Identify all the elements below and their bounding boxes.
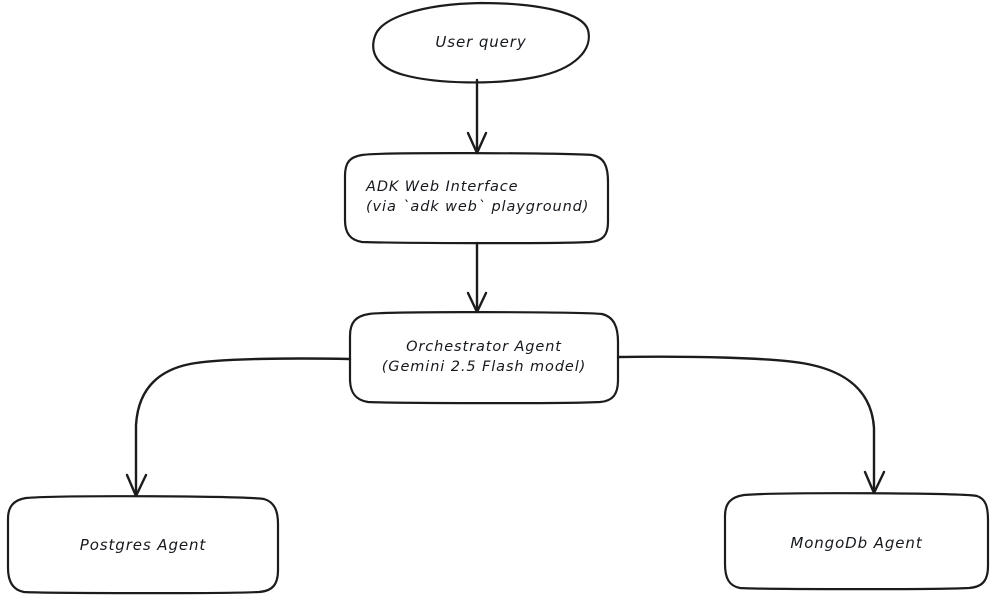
edge-user-to-adk (466, 78, 488, 155)
node-postgres-agent-shape[interactable] (6, 495, 280, 595)
node-user-query-shape[interactable] (372, 1, 590, 84)
node-mongodb-agent-shape[interactable] (723, 492, 990, 591)
edge-adk-to-orchestrator (466, 241, 488, 314)
node-adk-web-interface-shape[interactable] (343, 152, 610, 245)
edge-orchestrator-to-postgres (125, 357, 352, 498)
edge-orchestrator-to-mongodb (616, 355, 886, 495)
node-orchestrator-agent-shape[interactable] (348, 311, 620, 405)
